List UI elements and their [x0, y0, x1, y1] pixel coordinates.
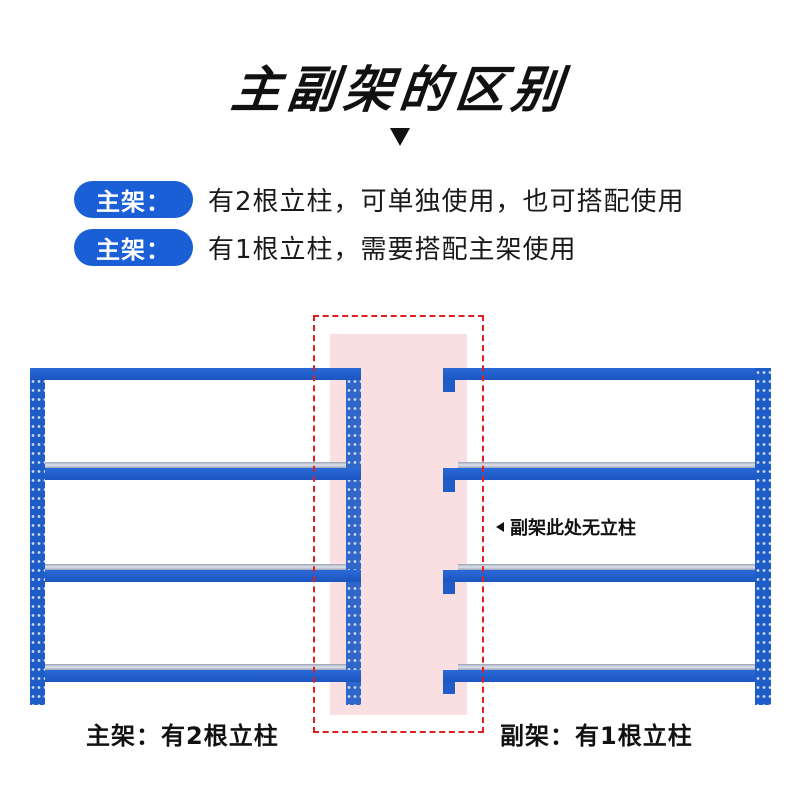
sub-rack-post: [755, 368, 771, 705]
badge-sub-frame: 主架：: [74, 229, 193, 266]
dashed-highlight-box: [313, 315, 484, 733]
sub-rack-panel-3: [458, 564, 755, 570]
info-row-2: 主架： 有1根立柱，需要搭配主架使用: [74, 229, 577, 266]
badge-main-frame: 主架：: [74, 181, 193, 218]
sub-rack-label: 副架：有1根立柱: [500, 722, 693, 750]
no-post-note: 副架此处无立柱: [496, 514, 636, 540]
sub-rack-beam-2: [443, 468, 771, 480]
left-triangle-icon: [496, 522, 504, 532]
sub-rack-beam-3: [443, 570, 771, 582]
info-row-1: 主架： 有2根立柱，可单独使用，也可搭配使用: [74, 181, 685, 218]
main-rack-beam-1: [30, 368, 361, 380]
sub-rack-beam-1: [443, 368, 771, 380]
info-text-2: 有1根立柱，需要搭配主架使用: [208, 235, 577, 265]
sub-rack-panel-2: [458, 462, 755, 468]
main-rack-beam-4: [45, 670, 361, 682]
main-rack-beam-3: [45, 570, 361, 582]
info-text-1: 有2根立柱，可单独使用，也可搭配使用: [208, 187, 685, 217]
note-text: 副架此处无立柱: [510, 518, 636, 539]
main-rack-beam-2: [45, 468, 361, 480]
page-title: 主副架的区别: [228, 61, 571, 119]
main-rack-right-post: [346, 368, 361, 705]
main-rack-left-post: [30, 368, 45, 705]
main-rack-label: 主架：有2根立柱: [86, 722, 279, 750]
main-rack-panel-2: [45, 462, 346, 468]
main-rack-panel-4: [45, 664, 346, 670]
sub-rack-beam-4: [443, 670, 771, 682]
down-triangle-icon: [390, 128, 410, 146]
main-rack-panel-3: [45, 564, 346, 570]
sub-rack-panel-4: [458, 664, 755, 670]
